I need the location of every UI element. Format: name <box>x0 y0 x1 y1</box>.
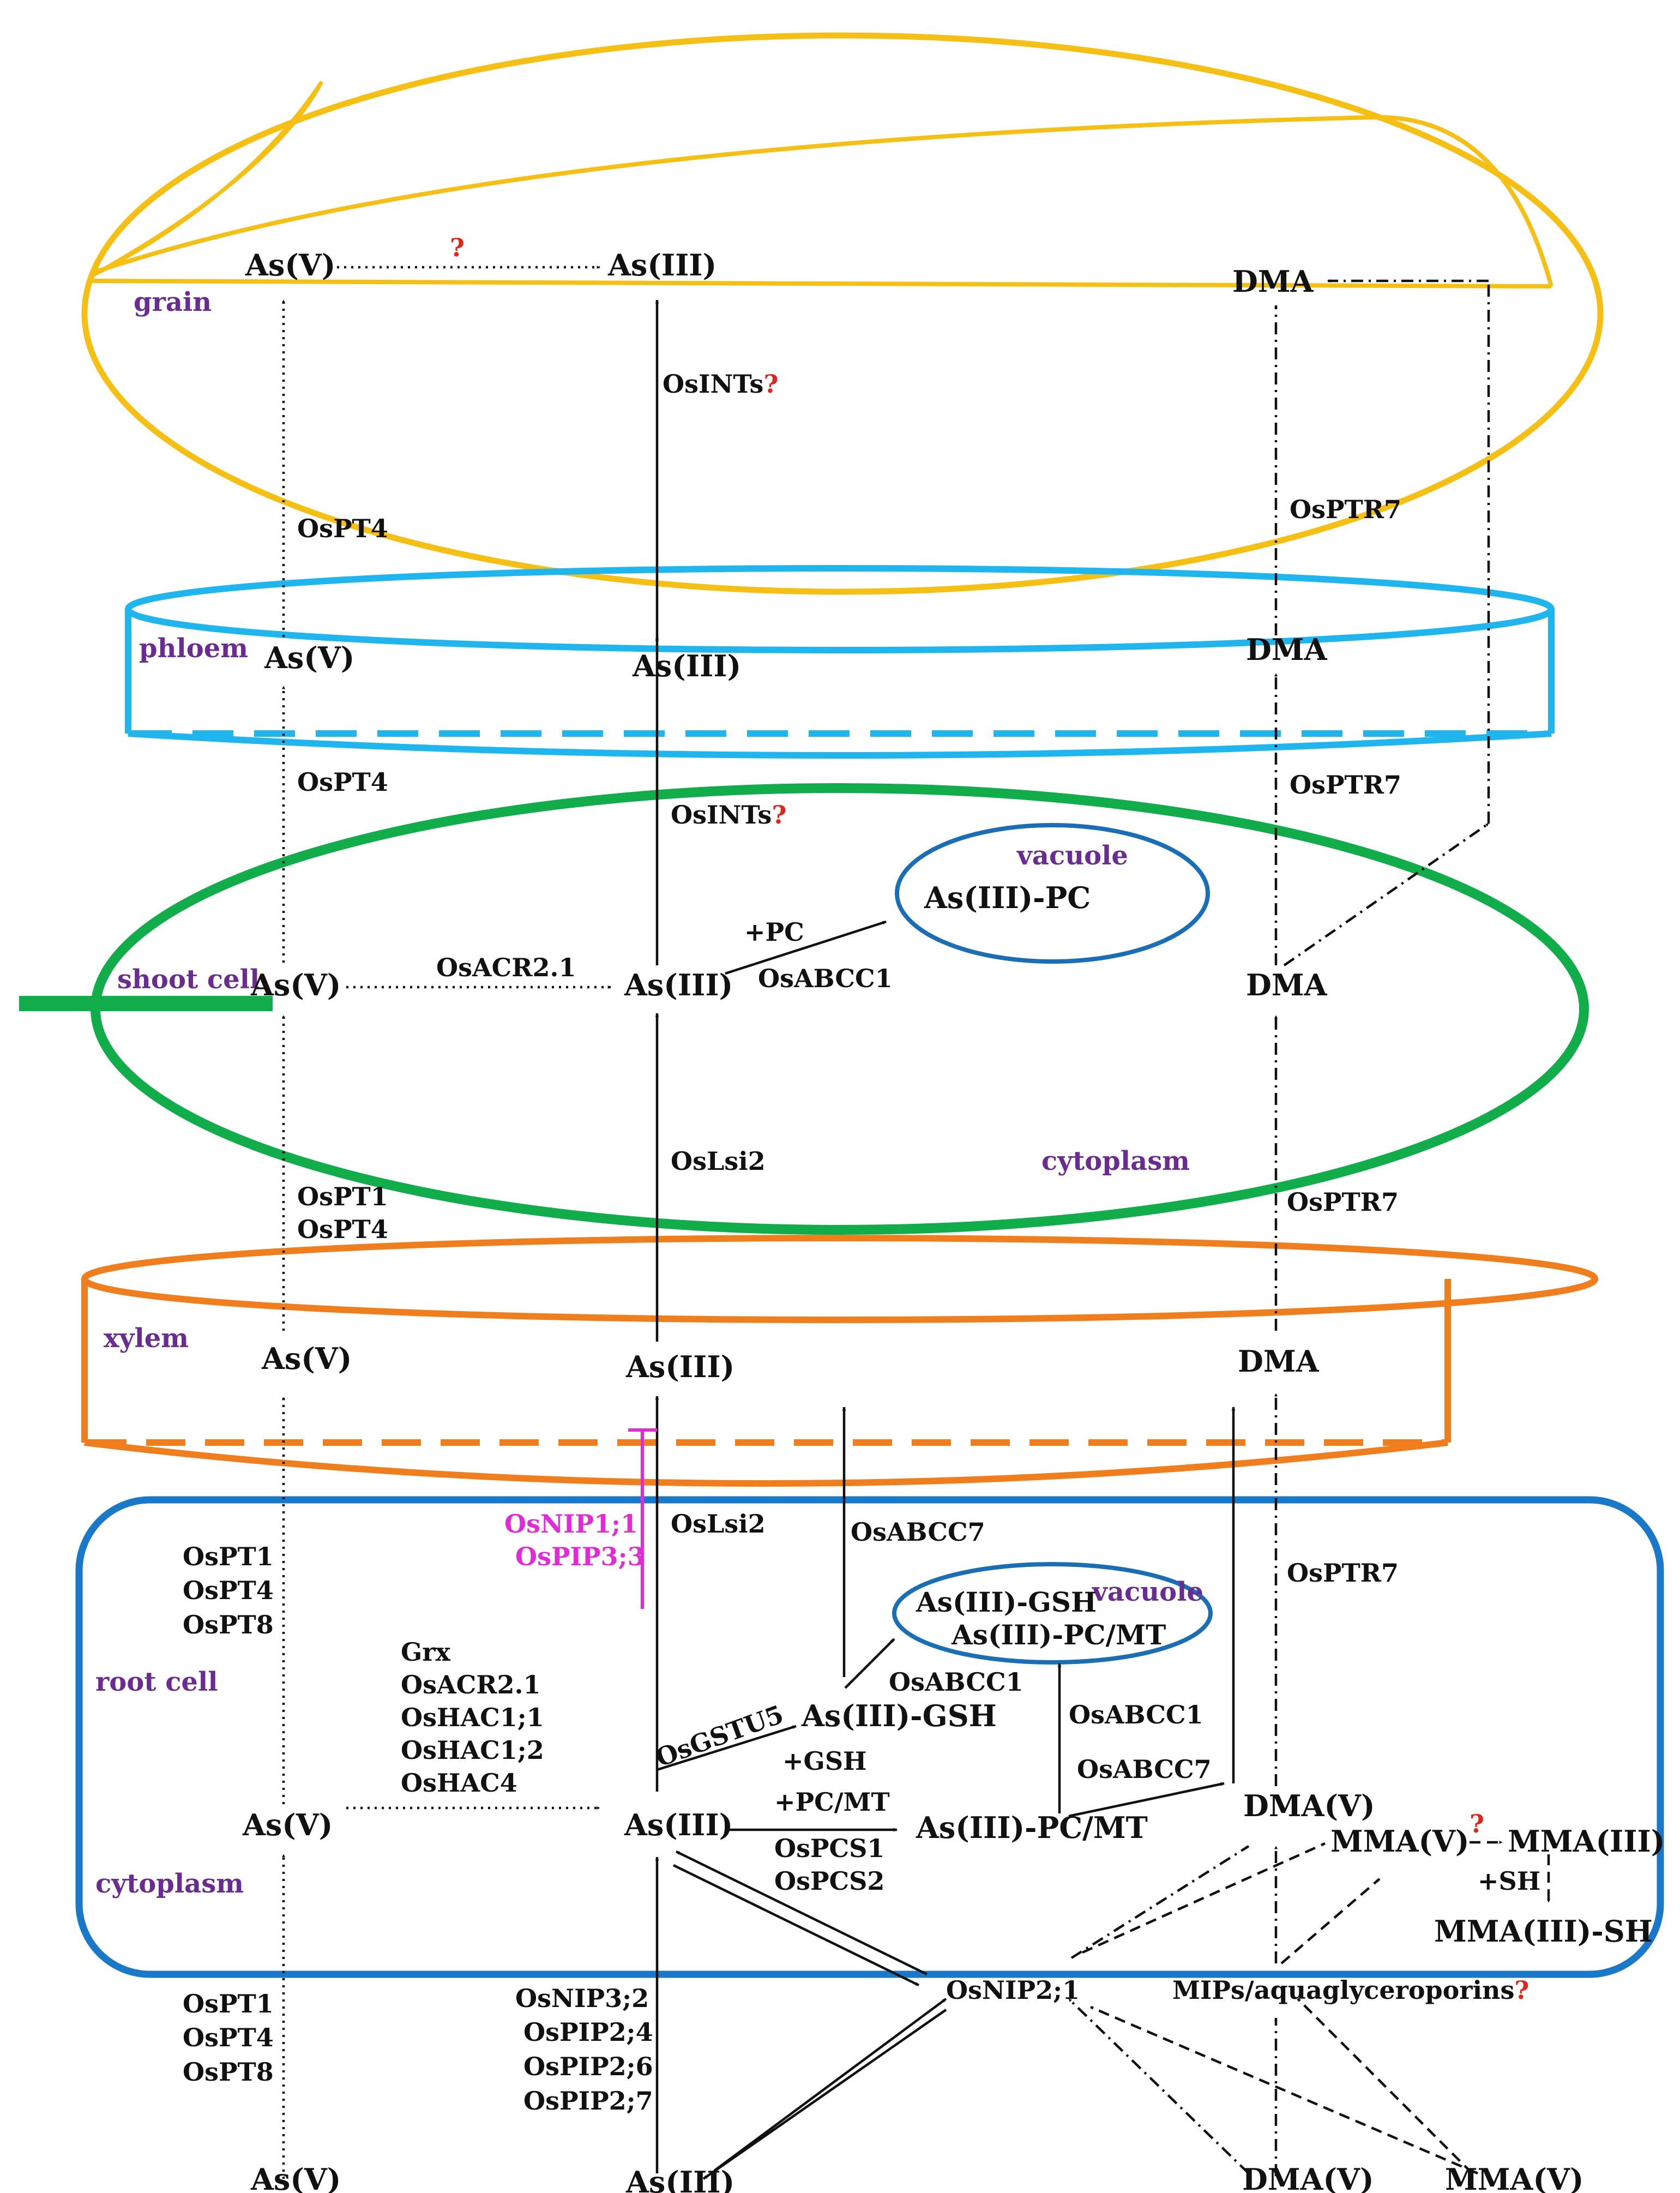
soil-asv: As(V) <box>250 2162 341 2193</box>
asv-transport-arrows <box>282 266 611 2179</box>
ospip26-label: OsPIP2;6 <box>523 2052 653 2081</box>
ospt8-soil-label: OsPT8 <box>183 2057 274 2087</box>
osnip32-label: OsNIP3;2 <box>515 1984 649 2013</box>
root-asiii: As(III) <box>624 1807 733 1842</box>
root-asiii-gsh: As(III)-GSH <box>801 1698 997 1733</box>
grain-dma: DMA <box>1232 264 1314 299</box>
mips-label: MIPs/aquaglyceroporins? <box>1172 1975 1529 2005</box>
xylem-asiii: As(III) <box>625 1349 734 1384</box>
grain-label: grain <box>134 287 212 317</box>
xylem-label: xylem <box>104 1323 189 1354</box>
pc-label: +PC <box>744 917 804 947</box>
phloem-asv: As(V) <box>264 640 354 675</box>
root-mmav: MMA(V) <box>1330 1824 1469 1859</box>
grain-reduction-question: ? <box>450 233 465 262</box>
root-mmaiii-sh: MMA(III)-SH <box>1434 1914 1653 1949</box>
inhibition-line <box>628 1428 657 1609</box>
root-vacuole-label: vacuole <box>1092 1577 1203 1607</box>
xylem-compartment <box>81 1235 1598 1487</box>
osptr7-phloem-label: OsPTR7 <box>1290 770 1401 800</box>
shoot-asv: As(V) <box>250 968 341 1002</box>
gsh-label: +GSH <box>782 1746 867 1776</box>
root-dmav: DMA(V) <box>1243 1788 1375 1823</box>
mma-reduction-question: ? <box>1470 1809 1484 1838</box>
root-vacuole-asiii-gsh: As(III)-GSH <box>916 1586 1097 1618</box>
shoot-vacuole <box>895 823 1210 964</box>
ospt1-root-label: OsPT1 <box>183 1542 274 1571</box>
grain-compartment <box>81 32 1604 595</box>
osptr7-grain-label: OsPTR7 <box>1290 495 1401 524</box>
oshac11-label: OsHAC1;1 <box>401 1703 544 1732</box>
soil-asiii: As(III) <box>625 2165 734 2193</box>
osptr7-xylem-label: OsPTR7 <box>1287 1187 1399 1217</box>
soil-mmav: MMA(V) <box>1445 2162 1583 2193</box>
ospt8-root-label: OsPT8 <box>183 1610 274 1639</box>
osabcc1-root-b-label: OsABCC1 <box>1069 1700 1203 1729</box>
phloem-asiii: As(III) <box>632 648 741 683</box>
osints-grain-label: OsINTs? <box>663 369 778 399</box>
asiii-transport-arrows <box>655 299 1236 2180</box>
grain-asv: As(V) <box>245 248 335 283</box>
osabcc1-shoot-label: OsABCC1 <box>758 964 893 993</box>
shoot-cell-label: shoot cell <box>117 964 260 995</box>
xylem-dma: DMA <box>1238 1344 1320 1379</box>
sh-label: +SH <box>1478 1866 1540 1896</box>
osabcc7-top-label: OsABCC7 <box>851 1517 985 1547</box>
dma-transport-arrows <box>1068 279 1490 2176</box>
root-asv: As(V) <box>242 1807 333 1842</box>
phloem-label: phloem <box>139 633 248 664</box>
osnip11-label: OsNIP1;1 <box>504 1509 638 1539</box>
phloem-compartment <box>125 565 1555 759</box>
root-mmaiii: MMA(III) <box>1508 1824 1665 1859</box>
ospt1-soil-label: OsPT1 <box>183 1989 274 2018</box>
oshac4-label: OsHAC4 <box>401 1768 517 1798</box>
shoot-cell-compartment <box>19 783 1589 1235</box>
mma-transport-arrows <box>1082 1841 1550 2175</box>
oshac12-label: OsHAC1;2 <box>401 1735 544 1765</box>
root-vacuole <box>892 1562 1213 1665</box>
phloem-dma: DMA <box>1246 632 1328 667</box>
osabcc1-root-a-label: OsABCC1 <box>889 1667 1023 1697</box>
ospcs1-label: OsPCS1 <box>774 1834 884 1863</box>
ospt4-soil-label: OsPT4 <box>183 2023 274 2052</box>
grain-asiii: As(III) <box>607 248 716 283</box>
osabcc7-root-label: OsABCC7 <box>1077 1755 1212 1784</box>
root-asiii-pcmt: As(III)-PC/MT <box>916 1810 1148 1845</box>
soil-dmav: DMA(V) <box>1242 2162 1374 2193</box>
osacr21-root-label: OsACR2.1 <box>401 1670 541 1699</box>
osptr7-root-label: OsPTR7 <box>1287 1558 1399 1588</box>
osacr21-shoot-label: OsACR2.1 <box>436 953 576 982</box>
ospt4-phloem-label: OsPT4 <box>297 767 388 797</box>
ospt4-xylem-label: OsPT4 <box>297 1215 388 1244</box>
xylem-asv: As(V) <box>261 1341 352 1376</box>
root-vacuole-asiii-pcmt: As(III)-PC/MT <box>951 1619 1166 1651</box>
root-cytoplasm-label: cytoplasm <box>95 1868 244 1899</box>
ospip24-label: OsPIP2;4 <box>523 2017 653 2047</box>
ospip27-label: OsPIP2;7 <box>523 2086 653 2116</box>
ospip33-label: OsPIP3;3 <box>515 1542 645 1571</box>
osnip21-label: OsNIP2;1 <box>946 1975 1080 2005</box>
oslsi2-xylem-label: OsLsi2 <box>671 1146 766 1176</box>
shoot-cytoplasm-label: cytoplasm <box>1041 1146 1190 1176</box>
osints-phloem-label: OsINTs? <box>671 800 786 830</box>
shoot-vacuole-label: vacuole <box>1016 840 1128 871</box>
pcmt-label: +PC/MT <box>774 1787 890 1817</box>
grx-label: Grx <box>401 1637 451 1667</box>
ospt4-grain-label: OsPT4 <box>297 514 388 543</box>
ospcs2-label: OsPCS2 <box>774 1866 884 1896</box>
shoot-asiii: As(III) <box>624 968 733 1002</box>
root-cell-label: root cell <box>95 1667 218 1697</box>
root-cell-compartment <box>75 1496 1664 1978</box>
ospt4-root-label: OsPT4 <box>183 1576 274 1605</box>
shoot-dma: DMA <box>1246 968 1328 1002</box>
shoot-vacuole-asiii-pc: As(III)-PC <box>924 880 1091 915</box>
ospt1-xylem-label: OsPT1 <box>297 1182 388 1211</box>
oslsi2-root-label: OsLsi2 <box>671 1509 766 1539</box>
